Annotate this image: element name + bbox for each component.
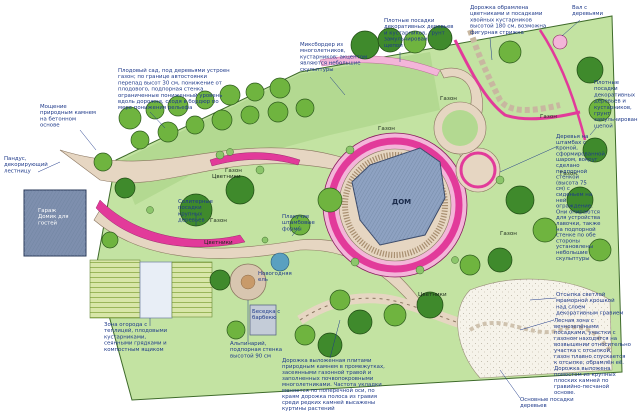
conifer-rampart — [538, 29, 587, 141]
label-garage: Гараж Домик для гостей — [38, 208, 70, 226]
lawn-label-2: Газон — [440, 96, 457, 102]
forest-path — [468, 320, 612, 352]
flowers-label-3: Цветники — [418, 292, 447, 298]
label-specimen-trees: Деревья на штамбах с кроной, сформирован… — [556, 134, 607, 262]
label-fruit-garden: Плодовый сад, под деревьями устроен газо… — [118, 67, 231, 111]
lawn-label-1: Газон — [225, 168, 242, 174]
label-marble-chips: Отсыпка светлой мраморной крошкой над сл… — [556, 291, 623, 317]
label-garden-path: Дорожка выложенная плитами природным кам… — [282, 358, 387, 412]
label-right-plantings: Плотные посадки декоративных деревьев и … — [594, 80, 639, 129]
lawn-label-5: Газон — [540, 114, 557, 120]
solitary-trees — [179, 175, 343, 236]
label-tall-plantings: Плотные посадки декоративных деревьев и … — [384, 18, 455, 49]
vegetable-beds — [89, 259, 141, 319]
flowers-label-2: Цветники — [204, 240, 233, 246]
shrubs — [146, 145, 505, 275]
garage-roof-hatch — [24, 190, 86, 256]
label-mixborder: Миксбордер из многолетников, кустарников… — [300, 42, 369, 73]
label-stepping-path: Дорожка обрамлена цветниками и посадками… — [470, 5, 548, 36]
label-forest-zone: Лесная зона с вечнозелёными посадками, у… — [554, 318, 633, 396]
left-border-trees — [93, 152, 246, 340]
flowers-label-1: Цветники — [212, 174, 241, 180]
upper-pink-border — [453, 39, 581, 121]
label-veg-garden: Зона огорода с теплицей, плодовыми куста… — [104, 322, 169, 353]
stepping-stone-path — [467, 29, 561, 113]
label-stone-pavement: Мощение природным камнем на бетонном осн… — [40, 104, 98, 129]
label-ramp: Пандус, декорирующий лестницу — [4, 156, 49, 174]
alpine-center — [240, 274, 256, 290]
label-gazebo: Беседка с барбекю — [252, 309, 282, 321]
spruce-circle — [270, 252, 290, 272]
greenhouse — [139, 261, 173, 319]
house-label: ДОМ — [392, 198, 411, 206]
flower-bed-middle — [209, 152, 301, 167]
terrace-steps — [342, 152, 448, 258]
upper-right-terrace-lawn — [442, 110, 478, 146]
label-perimeter: Основные посадки деревьев — [520, 397, 575, 409]
rampart-marker — [552, 34, 568, 50]
lawn-label-4: Газон — [378, 126, 395, 132]
flower-bed-left — [95, 199, 246, 248]
label-solitary-trees: Солитерные посадки крупных деревьев — [178, 199, 215, 224]
lawn-label-3: Газон — [500, 231, 517, 237]
seating-circle — [455, 147, 501, 193]
lawn-label-6: Газон — [560, 171, 577, 177]
house-roof-hatch — [352, 148, 445, 245]
label-conifer-rampart: Вал с деревьями — [572, 5, 603, 17]
forest-trees — [294, 185, 612, 358]
upper-right-plantings — [350, 25, 612, 163]
label-alpine-slide: Альпинарий, подпорная стенка высотой 90 … — [230, 340, 284, 359]
compost-beds — [171, 261, 213, 318]
gazebo-block — [249, 304, 277, 336]
label-new-year-tree: Новогодняя ель — [258, 271, 293, 283]
seating-circle-pink — [459, 151, 497, 189]
label-standard-forms: Плакучие штамбовые формы — [282, 214, 317, 232]
lawn-label-7: Газон — [210, 218, 227, 224]
leader-lines — [37, 19, 597, 399]
fruit-trees — [118, 77, 315, 150]
forest-gravel — [457, 278, 613, 379]
